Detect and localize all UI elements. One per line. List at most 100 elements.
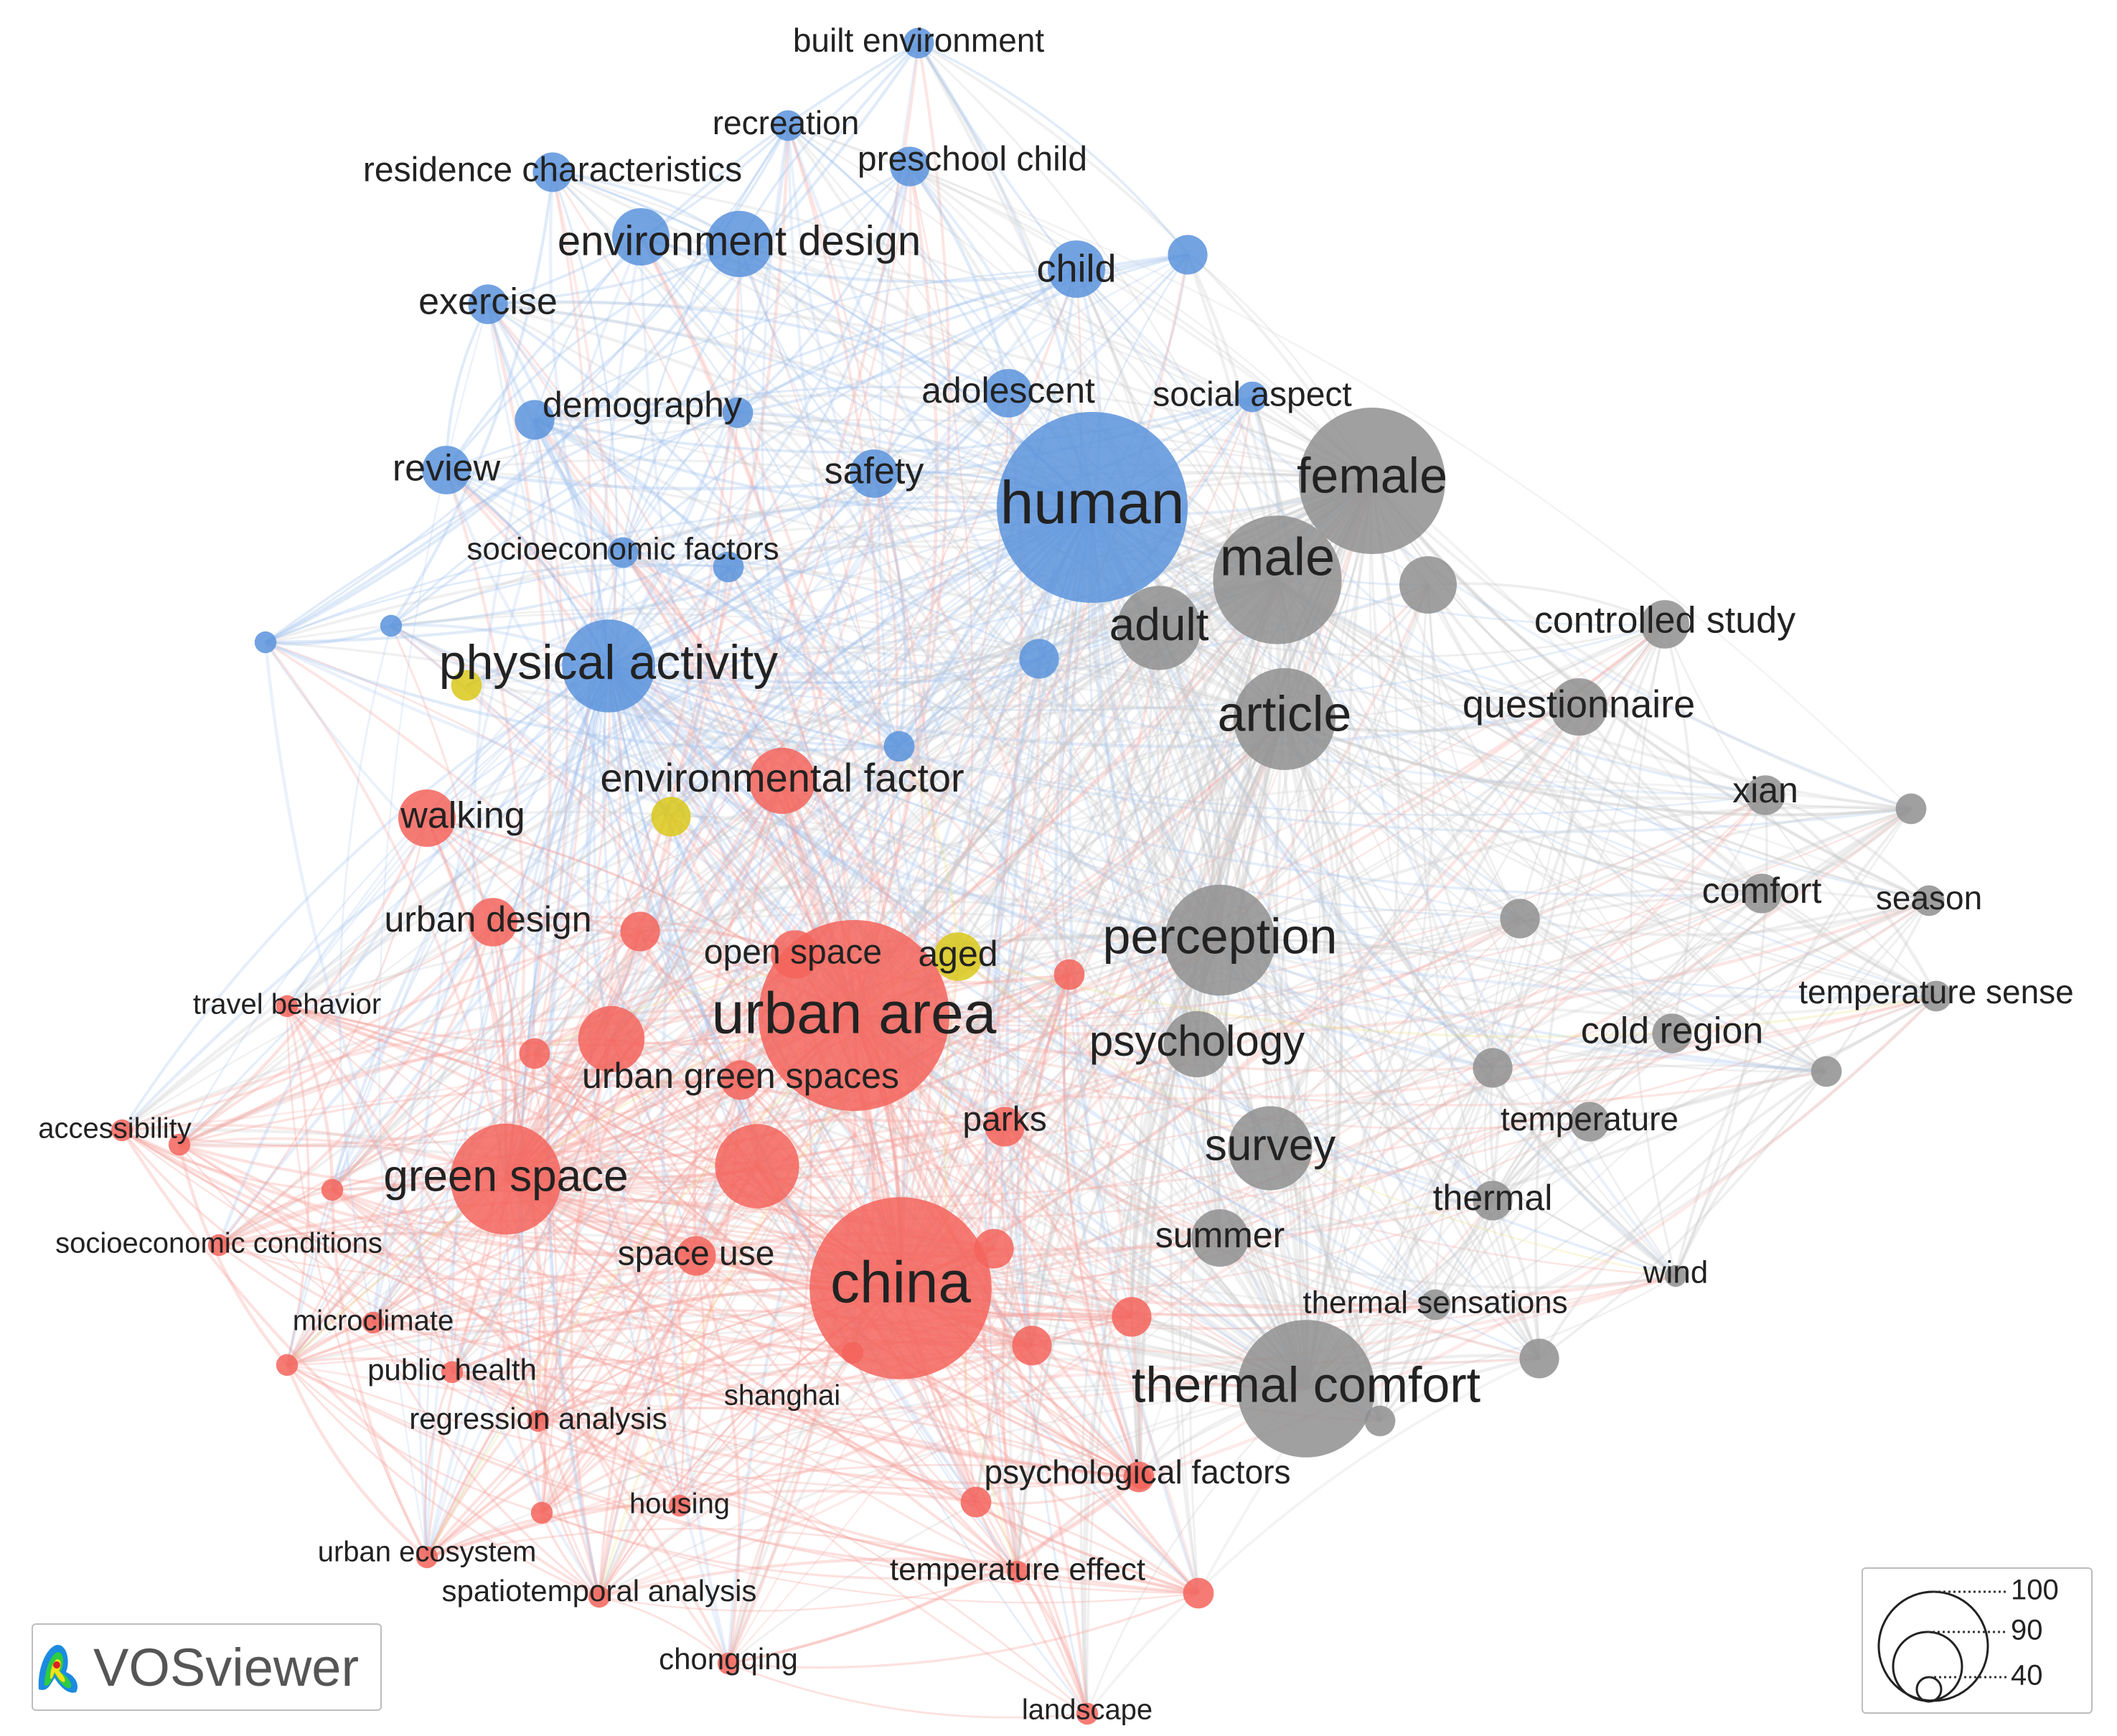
link xyxy=(853,1014,1827,1107)
node-red-k[interactable] xyxy=(276,1353,299,1376)
node-green-space[interactable] xyxy=(450,1123,562,1235)
node-survey[interactable] xyxy=(1228,1106,1313,1191)
node-microclimate[interactable] xyxy=(362,1311,385,1334)
node-red-e[interactable] xyxy=(168,1133,191,1156)
link xyxy=(1283,718,1541,1360)
link xyxy=(898,657,1040,747)
node-red-c[interactable] xyxy=(519,1038,550,1069)
node-parks[interactable] xyxy=(985,1107,1025,1147)
node-thermal-sensations[interactable] xyxy=(1419,1289,1451,1320)
node-demography[interactable] xyxy=(515,400,555,440)
node-blue-a[interactable] xyxy=(612,208,670,266)
node-recreation[interactable] xyxy=(772,110,804,141)
node-blue-g[interactable] xyxy=(1019,639,1059,679)
node-summer[interactable] xyxy=(1191,1209,1249,1267)
node-female[interactable] xyxy=(1299,408,1445,554)
link xyxy=(639,899,1221,942)
node-gray-d[interactable] xyxy=(1473,1048,1513,1088)
node-gray-g[interactable] xyxy=(1364,1405,1396,1437)
node-questionnaire[interactable] xyxy=(1550,678,1607,736)
node-residence-characteristics[interactable] xyxy=(532,152,573,192)
node-exercise[interactable] xyxy=(468,284,508,324)
node-social-aspect[interactable] xyxy=(1236,381,1268,413)
link xyxy=(853,1014,1089,1714)
link xyxy=(608,665,1912,833)
node-red-g[interactable] xyxy=(321,1178,344,1201)
node-blue-c[interactable] xyxy=(722,397,754,428)
node-safety[interactable] xyxy=(850,449,898,498)
node-season[interactable] xyxy=(1913,885,1945,916)
node-physical-activity[interactable] xyxy=(562,619,655,713)
node-environment-design[interactable] xyxy=(705,210,773,278)
label-environmental-factor: environmental factor xyxy=(600,755,964,800)
node-child[interactable] xyxy=(1048,240,1105,298)
node-blue-f[interactable] xyxy=(380,614,403,637)
node-blue-b[interactable] xyxy=(1168,235,1208,275)
node-red-m[interactable] xyxy=(1123,1461,1155,1493)
node-temperature[interactable] xyxy=(1569,1102,1610,1142)
node-red-f[interactable] xyxy=(715,1124,799,1209)
node-travel-behavior[interactable] xyxy=(276,995,299,1018)
node-built-environment[interactable] xyxy=(903,27,934,59)
node-human[interactable] xyxy=(997,412,1188,603)
node-gray-c[interactable] xyxy=(1500,899,1540,939)
node-socioeconomic-conditions[interactable] xyxy=(207,1234,230,1257)
link xyxy=(598,954,797,1597)
node-urban-green-spaces[interactable] xyxy=(720,1060,761,1100)
node-red-n[interactable] xyxy=(530,1501,553,1524)
node-spatiotemporal-analysis[interactable] xyxy=(588,1585,611,1608)
node-red-i[interactable] xyxy=(1112,1297,1152,1337)
node-thermal[interactable] xyxy=(1473,1181,1513,1221)
node-gray-f[interactable] xyxy=(1519,1338,1559,1379)
node-gray-a[interactable] xyxy=(1399,556,1457,614)
node-aged[interactable] xyxy=(934,932,982,981)
node-perception[interactable] xyxy=(1164,884,1276,996)
node-chongqing[interactable] xyxy=(717,1652,740,1675)
node-urban-ecosystem[interactable] xyxy=(416,1546,438,1569)
node-controlled-study[interactable] xyxy=(1640,600,1689,649)
node-adult[interactable] xyxy=(1117,586,1201,670)
node-housing[interactable] xyxy=(668,1494,691,1517)
node-male[interactable] xyxy=(1213,515,1342,644)
node-environmental-factor[interactable] xyxy=(748,747,816,815)
node-gray-b[interactable] xyxy=(1895,793,1927,825)
node-blue-d[interactable] xyxy=(713,551,744,583)
link xyxy=(1427,584,1828,1073)
node-comfort[interactable] xyxy=(1742,873,1782,914)
node-walking[interactable] xyxy=(398,789,456,847)
link xyxy=(533,1053,681,1506)
node-red-j[interactable] xyxy=(1012,1326,1052,1366)
node-blue-h[interactable] xyxy=(883,731,915,762)
link xyxy=(570,1038,613,1597)
node-space-use[interactable] xyxy=(676,1236,716,1276)
node-psychological-factors[interactable] xyxy=(960,1486,992,1518)
node-red-d[interactable] xyxy=(578,1005,645,1073)
node-xian[interactable] xyxy=(1745,775,1785,815)
node-china[interactable] xyxy=(809,1197,992,1379)
node-cold-region[interactable] xyxy=(1652,1013,1692,1054)
node-blue-e[interactable] xyxy=(254,631,277,654)
node-red-a[interactable] xyxy=(620,911,660,952)
node-temperature-effect[interactable] xyxy=(1006,1560,1029,1583)
node-article[interactable] xyxy=(1234,668,1336,770)
node-temperature-sense[interactable] xyxy=(1920,980,1952,1012)
node-wind[interactable] xyxy=(1664,1265,1687,1287)
node-thermal-comfort[interactable] xyxy=(1237,1320,1375,1458)
node-regression-analysis[interactable] xyxy=(527,1409,550,1432)
link xyxy=(286,930,641,1366)
node-urban-design[interactable] xyxy=(469,898,517,947)
node-yellow-a[interactable] xyxy=(451,670,482,701)
node-yellow-b[interactable] xyxy=(651,797,691,837)
node-review[interactable] xyxy=(422,446,471,494)
node-red-o[interactable] xyxy=(1183,1577,1214,1609)
node-adolescent[interactable] xyxy=(984,369,1033,418)
node-socioeconomic-factors[interactable] xyxy=(607,537,639,568)
node-accessibility[interactable] xyxy=(111,1119,133,1142)
node-psychology[interactable] xyxy=(1163,1010,1231,1078)
node-gray-e[interactable] xyxy=(1811,1056,1842,1087)
node-public-health[interactable] xyxy=(441,1361,464,1384)
node-preschool-child[interactable] xyxy=(890,146,930,187)
node-landscape[interactable] xyxy=(1076,1702,1099,1725)
node-urban-area[interactable] xyxy=(759,920,949,1111)
node-red-b[interactable] xyxy=(1053,959,1085,990)
